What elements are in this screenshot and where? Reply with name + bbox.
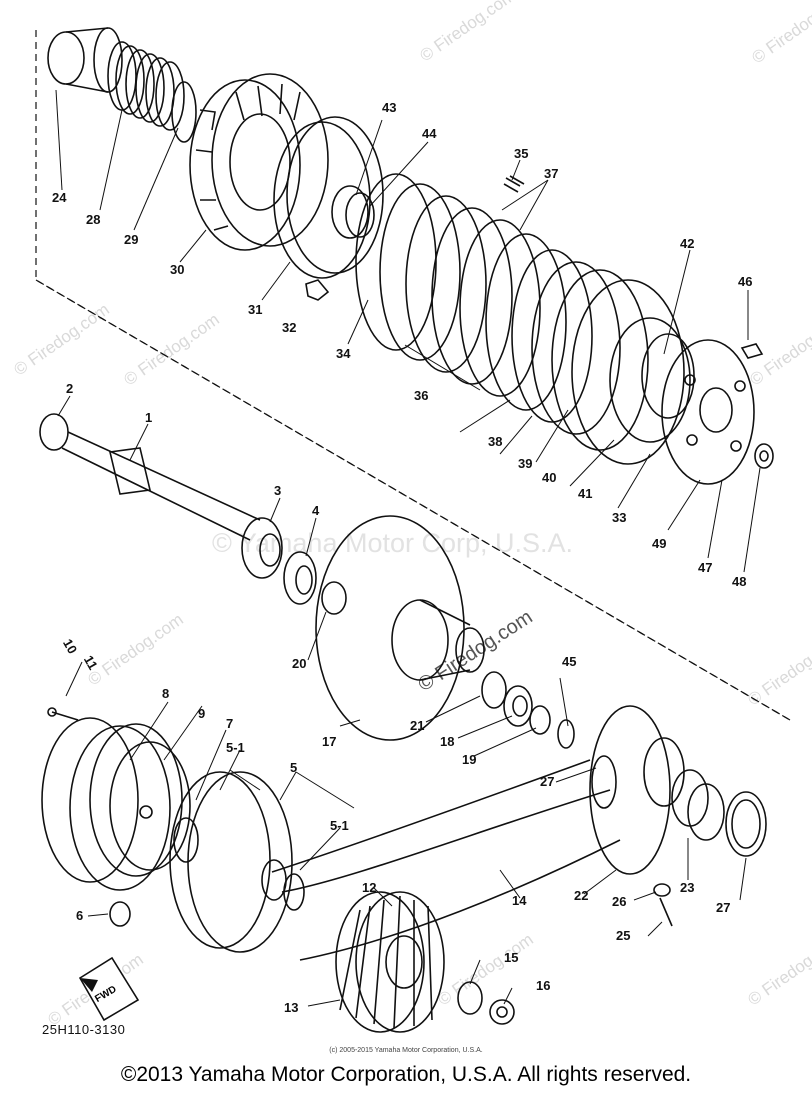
callout-label: 29 bbox=[124, 232, 138, 247]
primary-sheave-5 bbox=[169, 771, 305, 953]
callout-label: 41 bbox=[578, 486, 592, 501]
callout-label: 35 bbox=[514, 146, 528, 161]
fwd-arrow: FWD bbox=[78, 956, 140, 1022]
nut-48 bbox=[754, 443, 774, 469]
callout-label: 31 bbox=[248, 302, 262, 317]
discs-39-41 bbox=[531, 261, 685, 465]
pressure-plate-47-49 bbox=[661, 339, 755, 485]
washer-15 bbox=[457, 981, 483, 1015]
callout-label: 44 bbox=[422, 126, 437, 141]
footer-copyright: ©2013 Yamaha Motor Corporation, U.S.A. A… bbox=[120, 1063, 692, 1086]
spring-35 bbox=[503, 175, 525, 193]
bolt-25 bbox=[659, 897, 673, 927]
clutch-plates-34-38 bbox=[355, 173, 593, 423]
callout-label: 36 bbox=[414, 388, 428, 403]
callout-label: 43 bbox=[382, 100, 396, 115]
callout-label: 21 bbox=[410, 718, 424, 733]
secondary-sheave-17 bbox=[315, 515, 485, 741]
cover-8 bbox=[41, 717, 171, 891]
callout-label: 5-1 bbox=[226, 740, 245, 755]
callout-label: 1 bbox=[145, 410, 152, 425]
collar-45 bbox=[557, 719, 575, 749]
callout-label: 12 bbox=[362, 880, 376, 895]
source-copyright: (c) 2005-2015 Yamaha Motor Corporation, … bbox=[329, 1047, 483, 1054]
callout-label: 17 bbox=[322, 734, 336, 749]
callout-label: 4 bbox=[312, 503, 320, 518]
v-belt-14 bbox=[271, 759, 621, 961]
callout-label: 23 bbox=[680, 880, 694, 895]
roller-6 bbox=[109, 901, 131, 927]
spider-7 bbox=[109, 741, 191, 871]
callout-label: 47 bbox=[698, 560, 712, 575]
callout-label: 16 bbox=[536, 978, 550, 993]
shaft-1 bbox=[39, 413, 261, 541]
callout-label: 10 bbox=[60, 636, 80, 656]
callout-label: 25 bbox=[616, 928, 630, 943]
callout-label: 11 bbox=[81, 653, 101, 672]
callout-label: 34 bbox=[336, 346, 351, 361]
fixed-sheave-12-13 bbox=[335, 891, 445, 1033]
callout-label: 48 bbox=[732, 574, 746, 589]
ring-19 bbox=[529, 705, 551, 735]
sprocket-plate-31-43 bbox=[273, 116, 384, 279]
callout-label: 5 bbox=[290, 760, 297, 775]
callout-label: 38 bbox=[488, 434, 502, 449]
callout-label: 13 bbox=[284, 1000, 298, 1015]
callout-label: 49 bbox=[652, 536, 666, 551]
callout-label: 30 bbox=[170, 262, 184, 277]
callout-label: 46 bbox=[738, 274, 752, 289]
callout-label: 5-1 bbox=[330, 818, 349, 833]
o-rings-23 bbox=[671, 769, 725, 841]
callout-label: 32 bbox=[282, 320, 296, 335]
callout-label: 8 bbox=[162, 686, 169, 701]
callout-label: 45 bbox=[562, 654, 576, 669]
callout-label: 6 bbox=[76, 908, 83, 923]
callout-label: 20 bbox=[292, 656, 306, 671]
spring-9 bbox=[89, 723, 183, 877]
clutch-drum-24 bbox=[47, 27, 123, 93]
bearing-3 bbox=[241, 517, 283, 579]
seal-27 bbox=[725, 791, 767, 857]
collar-26 bbox=[653, 883, 671, 897]
callout-label: 28 bbox=[86, 212, 100, 227]
seal-4 bbox=[283, 551, 317, 605]
callout-label: 37 bbox=[544, 166, 558, 181]
callout-label: 7 bbox=[226, 716, 233, 731]
clutch-housing-30 bbox=[189, 73, 329, 251]
callout-label: 3 bbox=[274, 483, 281, 498]
callout-label: 24 bbox=[52, 190, 67, 205]
bolt-46 bbox=[740, 343, 764, 359]
callout-label: 18 bbox=[440, 734, 454, 749]
callout-labels: 1 2 3 4 5 5-1 5-1 6 7 8 9 10 11 12 13 14… bbox=[52, 100, 752, 1015]
nut-16 bbox=[489, 999, 515, 1025]
callout-label: 39 bbox=[518, 456, 532, 471]
diagram-part-number: 25H110-3130 bbox=[42, 1022, 126, 1037]
secondary-pulley-22 bbox=[589, 705, 685, 875]
callout-label: 27 bbox=[716, 900, 730, 915]
callout-label: 19 bbox=[462, 752, 476, 767]
callout-label: 9 bbox=[198, 706, 205, 721]
bearing-21 bbox=[481, 671, 507, 709]
callout-label: 27 bbox=[540, 774, 554, 789]
callout-label: 22 bbox=[574, 888, 588, 903]
callout-label: 42 bbox=[680, 236, 694, 251]
plug-32 bbox=[305, 279, 330, 301]
bolt-10-11 bbox=[47, 707, 79, 721]
hub-33-42 bbox=[609, 317, 695, 443]
collar-20 bbox=[321, 581, 347, 615]
bearing-18 bbox=[503, 685, 533, 727]
callout-label: 40 bbox=[542, 470, 556, 485]
callout-label: 2 bbox=[66, 381, 73, 396]
center-watermark: © Yamaha Motor Corp, U.S.A. bbox=[212, 528, 574, 558]
callout-label: 15 bbox=[504, 950, 518, 965]
callout-label: 26 bbox=[612, 894, 626, 909]
callout-label: 14 bbox=[512, 893, 527, 908]
callout-label: 33 bbox=[612, 510, 626, 525]
